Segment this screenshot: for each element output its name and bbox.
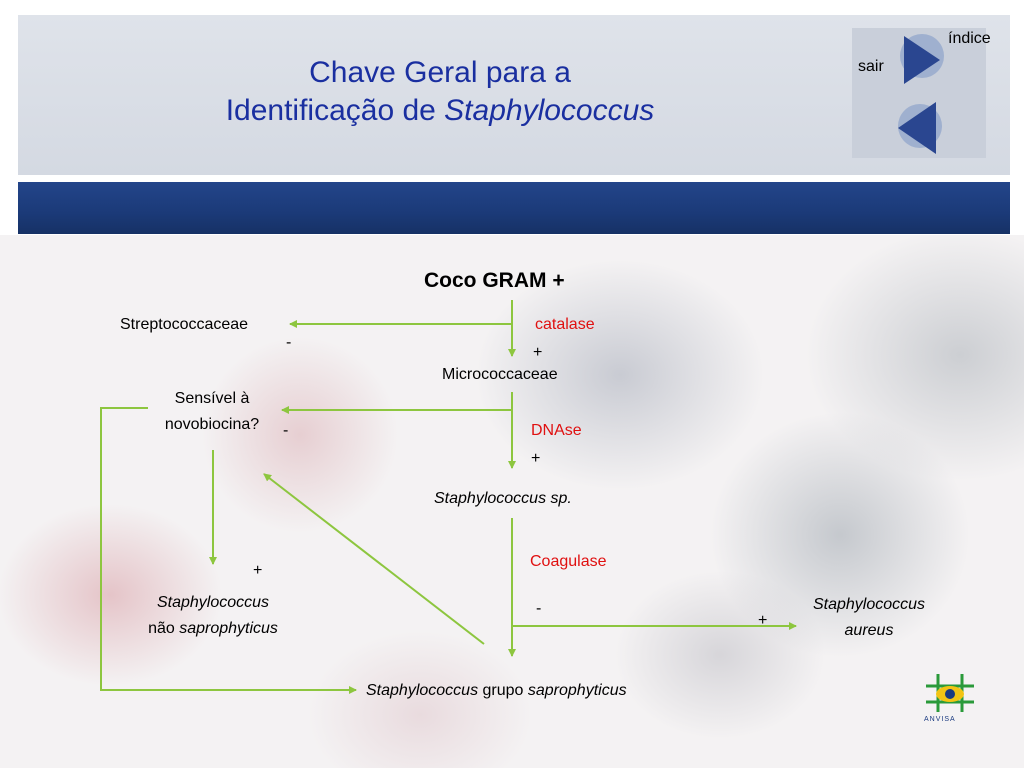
arrow-novobiocina-loop [100,407,357,694]
sign-dnase-positive: + [531,450,541,467]
node-streptococcaceae: Streptococcaceae [120,316,249,333]
aureus-line2: aureus [844,622,894,639]
title-line1: Chave Geral para a [309,56,571,89]
novobiocina-line1: Sensível à [174,390,250,407]
prev-button[interactable] [898,102,942,154]
node-coco-gram: Coco GRAM + [424,269,565,292]
sign-novobiocina-positive: + [253,562,263,579]
node-staphylococcus-sp: Staphylococcus sp. [434,490,572,507]
prev-arrow-icon [898,102,936,154]
anvisa-logo [926,674,974,712]
anvisa-logo-label: ANVISA [924,716,956,723]
header-blue-bar [18,182,1010,234]
sign-dnase-negative: - [283,422,289,439]
next-button[interactable] [900,34,944,84]
sign-catalase-positive: + [533,344,543,361]
nav-buttons [898,34,944,154]
node-staph-nao-saprophyticus: Staphylococcus não saprophyticus [128,590,298,642]
label-coagulase: Coagulase [530,553,607,570]
next-arrow-icon [904,36,940,84]
label-dnase: DNAse [531,422,582,439]
node-staph-aureus: Staphylococcus aureus [796,592,942,644]
sign-coagulase-positive: + [758,612,768,629]
indice-link[interactable]: índice [948,30,991,47]
novobiocina-line2: novobiocina? [164,416,260,433]
label-catalase: catalase [535,316,595,333]
page-title: Chave Geral para a Identificação de Stap… [130,54,750,130]
nao-sapro-line2: não saprophyticus [148,620,278,637]
node-novobiocina: Sensível à novobiocina? [150,386,274,438]
node-staph-grupo-saprophyticus: Staphylococcus grupo saprophyticus [366,682,627,699]
title-line2: Identificação de Staphylococcus [225,94,655,127]
sign-coagulase-negative: - [536,600,542,617]
aureus-line1: Staphylococcus [812,596,926,613]
nao-sapro-line1: Staphylococcus [156,594,270,611]
node-micrococcaceae: Micrococcaceae [442,366,558,383]
sign-catalase-negative: - [286,334,292,351]
header-panel [18,15,1010,175]
arrow-diagonal-to-novobiocina [263,473,485,645]
sair-link[interactable]: sair [858,58,884,75]
